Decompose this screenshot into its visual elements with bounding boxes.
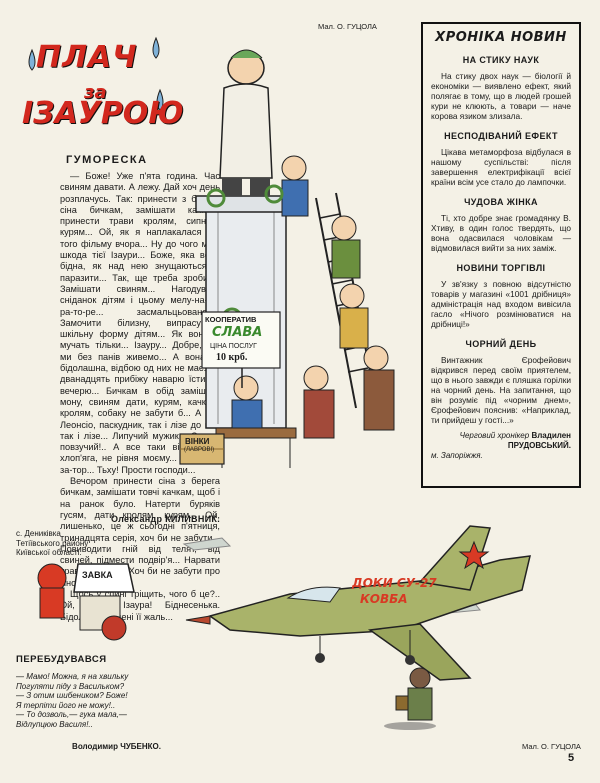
illustration-credit-bottom: Мал. О. ГУЦОЛА [522,742,581,751]
news-item-title: ЧУДОВА ЖІНКА [464,197,538,207]
poem-text: — Мамо! Можна, я на хвильку Погуляти під… [16,672,161,729]
sign-line-4: 10 крб. [216,352,248,363]
sign-line-2: СЛАВА [212,325,263,340]
news-item-text: Винтажник Єрофейович відкрився перед сво… [431,355,571,425]
sign-line-1: КООПЕРАТИВ [205,315,257,324]
jet-label: ДОКИ СУ-27 [352,576,437,590]
crate-label: ВІНКИ [185,437,210,446]
jet-cartoon [170,520,585,740]
jar-label: ЗАВКА [82,570,113,580]
poem-line: — То дозволь,— гука мала,— [16,710,127,719]
genre-label: ГУМОРЕСКА [66,154,148,166]
story-paragraph: Вечором принести сіна з берега бичкам, з… [60,476,220,588]
tear-drops-icon [28,36,164,111]
news-city: м. Запоріжжя. [431,451,483,460]
jet-label-2: КОВБА [360,592,408,606]
news-item-text: Цікава метаморфоза відбулася в нашому су… [431,147,571,187]
news-chronicle-box: ХРОНІКА НОВИН НА СТИКУ НАУК На стику дво… [421,22,581,488]
village-line: Тетіївського району [16,538,89,548]
jar-cartoon [30,556,150,646]
news-item-title: НА СТИКУ НАУК [462,55,540,65]
story-paragraph: — Боже! Уже п'ята година. Час свиням дав… [60,171,220,475]
news-heading: ХРОНІКА НОВИН [435,30,567,45]
news-item-text: На стику двох наук — біології й економік… [431,71,571,121]
news-item-text: У зв'язку з повною відсутністю товарів у… [431,279,571,329]
sign-line-3: ЦІНА ПОСЛУГ [210,343,257,350]
monument-cartoon [176,28,416,498]
title-line-2: за [84,82,107,103]
news-signature: Черговий хронікер Владилен ПРУДОВСЬКИЙ. [423,425,579,451]
news-item-text: Ті, хто добре знає громадянку В. Хтиву, … [431,213,571,253]
village-line: Київської області. [16,548,82,557]
news-item-title: НОВИНИ ТОРГІВЛІ [456,263,546,273]
poem-line: Погуляти піду з Васильком? [16,681,125,691]
village-address: с. Дениківка Тетіївського району Київськ… [16,529,136,558]
poem-line: — З отим шибеником? Боже! [16,691,128,700]
poem-line: Відлупцюю Василя!.. [16,719,93,729]
poem-line: — Мамо! Можна, я на хвильку [16,672,129,681]
illustration-credit-top: Мал. О. ГУЦОЛА [318,22,377,31]
news-item-title: ЧОРНИЙ ДЕНЬ [465,339,537,349]
page-number: 5 [568,752,575,764]
red-star-icon [458,540,490,570]
title-logo [20,30,170,150]
signature-name: Владилен ПРУДОВСЬКИЙ. [507,431,571,450]
crate-sublabel: (ЛАВРОВІ) [184,447,215,453]
title-line-1: ПЛАЧ [36,40,138,75]
title-line-3: ІЗАУРОЮ [22,96,184,131]
signature-role: Черговий хронікер [459,431,530,440]
village-line: с. Дениківка [16,529,61,538]
poem-author: Володимир ЧУБЕНКО. [72,742,161,751]
poem-title: ПЕРЕБУДУВАВСЯ [16,654,107,665]
poem-line: Я терпіти його не можу!.. [16,700,116,710]
story-author: Олександр КИЛИВНИК. [110,514,220,524]
news-item-title: НЕСПОДІВАНИЙ ЕФЕКТ [444,131,558,141]
